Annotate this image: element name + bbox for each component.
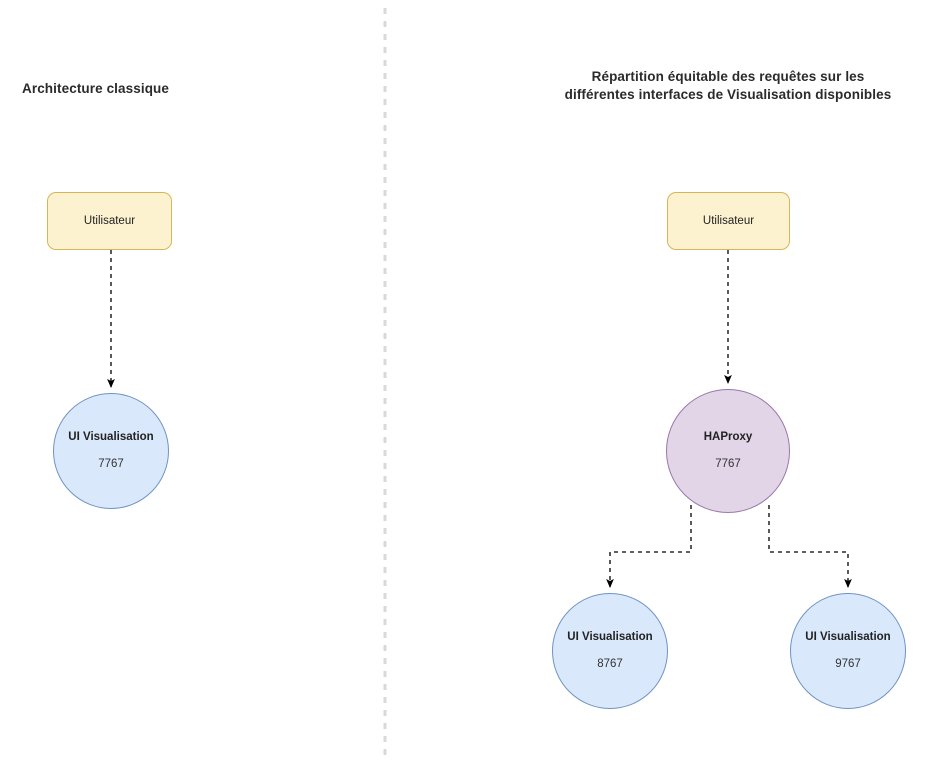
node-right-ui-visualisation-8767[interactable]: UI Visualisation 8767 xyxy=(552,593,668,709)
node-label: UI Visualisation xyxy=(68,431,154,443)
node-right-ui-visualisation-9767[interactable]: UI Visualisation 9767 xyxy=(790,593,906,709)
node-right-utilisateur[interactable]: Utilisateur xyxy=(667,192,790,250)
connector-haproxy-to-ui8767 xyxy=(606,505,692,589)
node-left-ui-visualisation-7767[interactable]: UI Visualisation 7767 xyxy=(53,393,169,509)
node-left-utilisateur[interactable]: Utilisateur xyxy=(47,192,172,250)
node-port: 9767 xyxy=(835,658,861,670)
connector-haproxy-to-ui9767 xyxy=(768,505,852,589)
node-label: Utilisateur xyxy=(702,214,755,227)
left-panel-title: Architecture classique xyxy=(22,81,170,96)
node-label: UI Visualisation xyxy=(567,631,653,643)
node-haproxy-7767[interactable]: HAProxy 7767 xyxy=(666,389,790,513)
node-label: HAProxy xyxy=(703,431,753,443)
node-port: 7767 xyxy=(98,458,124,470)
node-label: Utilisateur xyxy=(83,214,136,227)
right-panel-title: Répartition équitable des requêtes sur l… xyxy=(564,69,892,102)
node-port: 8767 xyxy=(597,658,623,670)
node-label: UI Visualisation xyxy=(805,631,891,643)
node-port: 7767 xyxy=(715,458,741,470)
